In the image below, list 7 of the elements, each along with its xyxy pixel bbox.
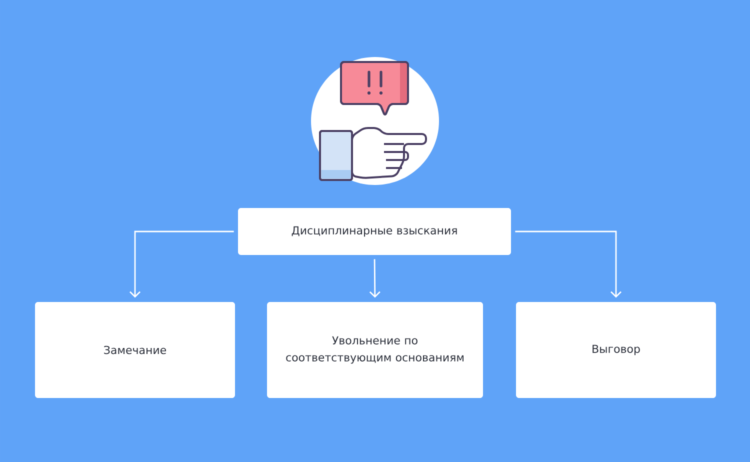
arrow [369, 259, 380, 298]
arrow [515, 230, 622, 298]
category-box: Увольнение по соответствующим основаниям [267, 302, 483, 398]
arrow [130, 230, 234, 298]
heading-box: Дисциплинарные взыскания [238, 208, 511, 255]
category-box: Выговор [516, 302, 716, 398]
category-box: Замечание [35, 302, 235, 398]
